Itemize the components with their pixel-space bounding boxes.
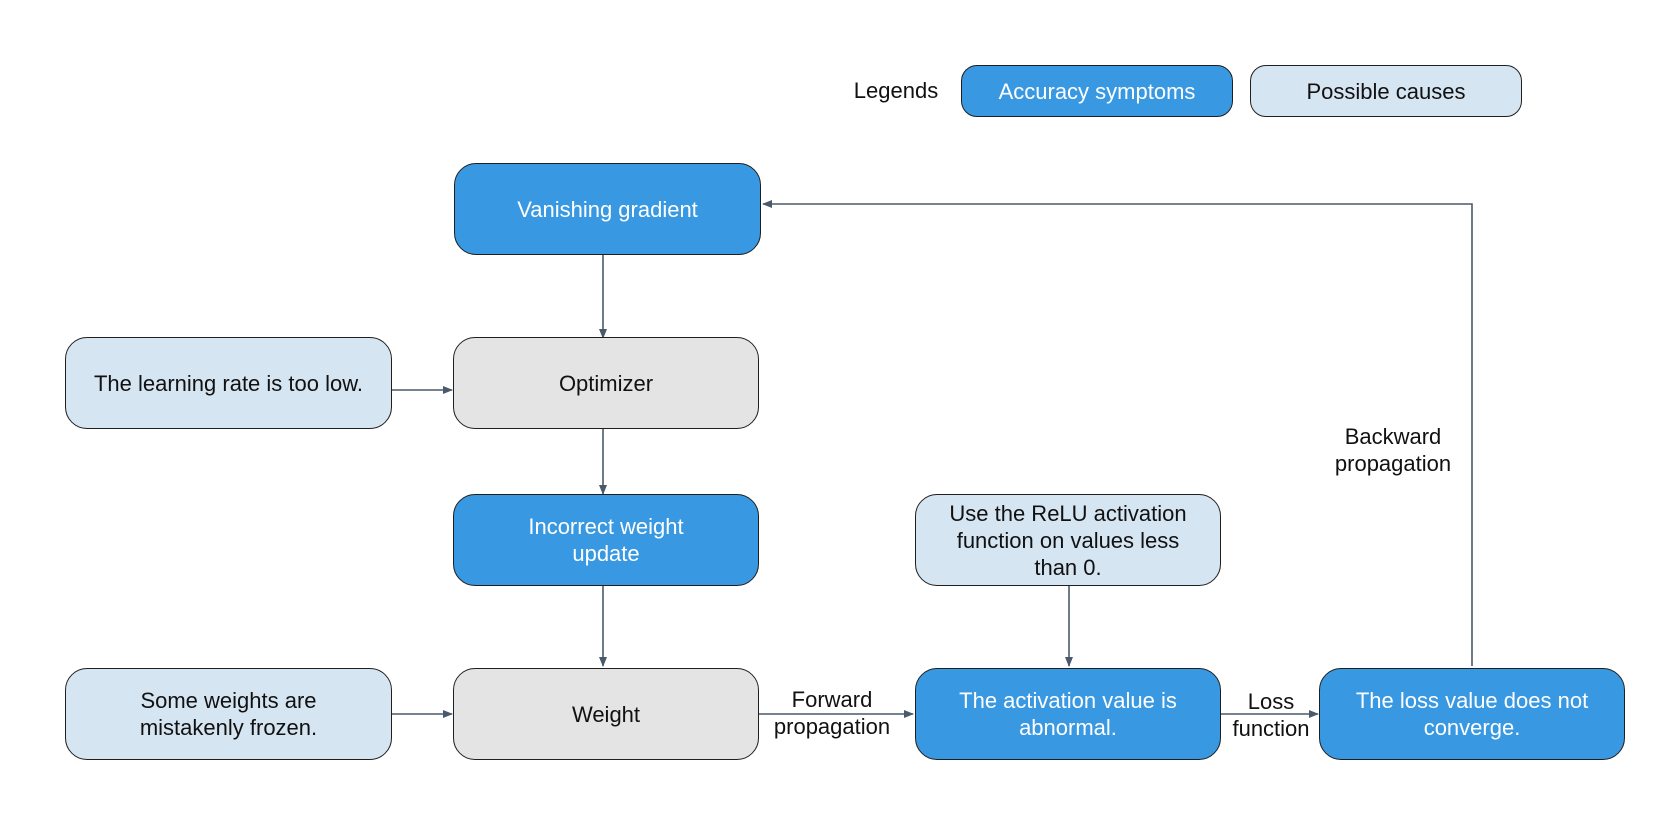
legend-cause-swatch: Possible causes	[1250, 65, 1522, 117]
legend-title: Legends	[853, 78, 939, 103]
edge-label-loss-function: Loss function	[1232, 689, 1310, 741]
node-activation-abnormal: The activation value is abnormal.	[915, 668, 1221, 760]
node-relu-activation-cause: Use the ReLU activation function on valu…	[915, 494, 1221, 586]
node-incorrect-weight-update: Incorrect weight update	[453, 494, 759, 586]
edge-label-forward-propagation: Forward propagation	[773, 687, 891, 739]
node-loss-not-converge: The loss value does not converge.	[1319, 668, 1625, 760]
node-learning-rate-too-low: The learning rate is too low.	[65, 337, 392, 429]
edge-backward-propagation	[762, 200, 1473, 666]
node-optimizer: Optimizer	[453, 337, 759, 429]
edge-label-backward-propagation: Backward propagation	[1334, 424, 1452, 476]
node-weight: Weight	[453, 668, 759, 760]
legend-symptom-swatch: Accuracy symptoms	[961, 65, 1233, 117]
node-weights-frozen: Some weights are mistakenly frozen.	[65, 668, 392, 760]
node-vanishing-gradient: Vanishing gradient	[454, 163, 761, 255]
